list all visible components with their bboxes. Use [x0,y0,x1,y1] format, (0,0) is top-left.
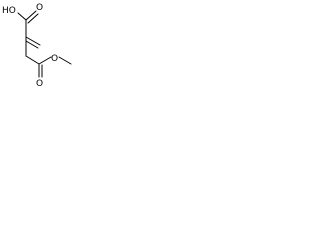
carbonyl-oxygen-bottom-label: O [36,79,43,89]
bond-methylene-a [25,36,41,46]
hydroxyl-label: HO [2,6,16,16]
bond-carbonyl-top-b [27,13,39,24]
bond-c3-c4 [25,55,40,65]
bond-ester-oxygen [38,56,52,65]
bond-methyl [58,56,72,65]
carbonyl-oxygen-top-label: O [36,3,43,13]
bond-carbonyl-top-a [25,10,37,21]
chemical-structure-diagram: HO O O O [2,3,72,89]
bond-methylene-b [25,40,39,49]
bond-hydroxyl-carbon [17,12,27,21]
bond-lines [17,10,72,78]
ester-oxygen-label: O [51,54,58,64]
